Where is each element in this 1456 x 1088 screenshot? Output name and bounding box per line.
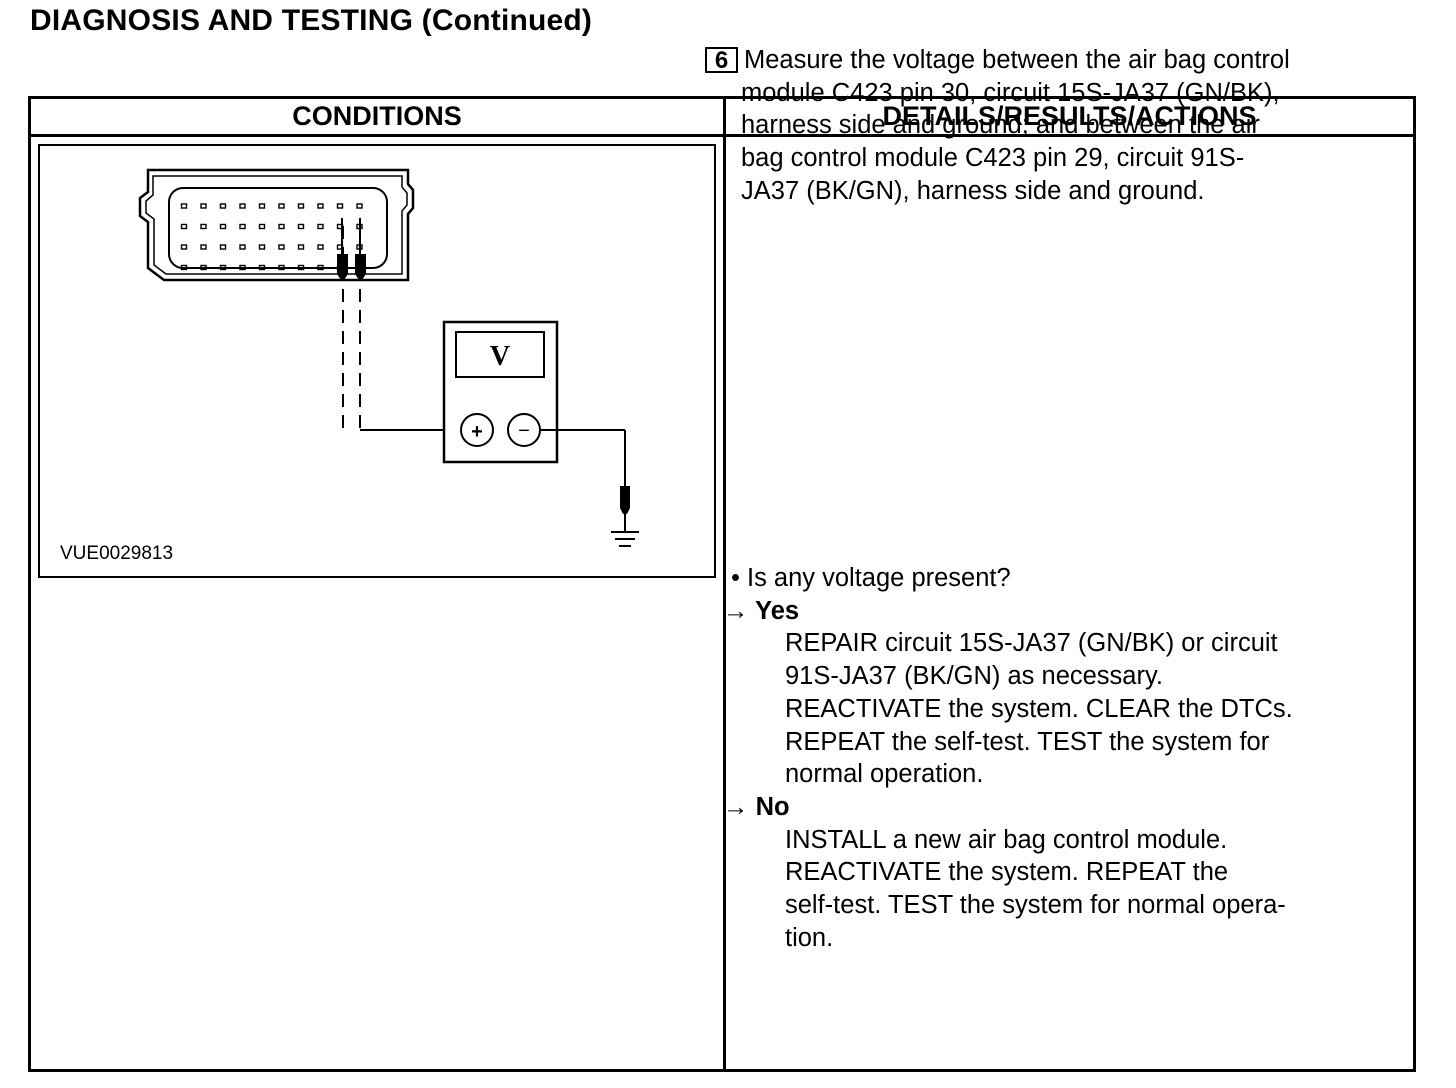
wiring-diagram: V + − <box>138 168 639 547</box>
step-line: module C423 pin 30, circuit 15S-JA37 (GN… <box>741 78 1280 107</box>
arrow-right-icon: → <box>723 596 749 625</box>
pin-cavity <box>258 203 266 209</box>
pin-cavity <box>356 203 363 209</box>
conditions-header: CONDITIONS <box>292 101 462 131</box>
pin-cavity <box>278 264 285 271</box>
step-details: 6 Measure the voltage between the air ba… <box>703 44 1379 208</box>
pin-cavity <box>219 203 227 209</box>
pin-cavity <box>297 203 305 209</box>
details-header: DETAILS/RESULTS/ACTIONS <box>882 101 1257 131</box>
diagnosis-table: CONDITIONS DETAILS/RESULTS/ACTIONS V <box>28 96 1416 1072</box>
action-line: REPEAT the self-test. TEST the system fo… <box>785 727 1270 756</box>
action-line: REACTIVATE the system. CLEAR the DTCs. <box>785 694 1293 723</box>
pin-cavity <box>200 264 207 271</box>
pin-cavity <box>219 244 227 250</box>
svg-text:+: + <box>471 421 483 443</box>
pin-cavity <box>297 223 305 230</box>
pin-cavity <box>297 244 305 250</box>
pin-cavity <box>278 203 285 209</box>
pin-cavity <box>336 203 344 209</box>
result-question: • Is any voltage present? <box>731 564 1011 592</box>
step-line: harness side and ground; and between the… <box>741 111 1260 140</box>
connector-housing-inner <box>145 175 408 275</box>
multimeter-display <box>455 331 545 378</box>
action-line: REPAIR circuit 15S-JA37 (GN/BK) or circu… <box>785 629 1278 658</box>
action-line: INSTALL a new air bag control module. <box>785 825 1228 854</box>
pin-cavity <box>180 264 188 271</box>
pin-cavity <box>239 244 246 250</box>
pin-cavity <box>278 244 285 250</box>
step-number: 6 <box>705 47 738 73</box>
pin-cavity <box>317 244 324 250</box>
pin-cavity <box>200 223 207 230</box>
pin-cavity <box>317 264 324 271</box>
action-line: tion. <box>785 923 834 952</box>
pin-cavity <box>200 203 207 209</box>
pin-cavity <box>297 264 305 271</box>
ground-probe-tip <box>620 486 630 514</box>
table-header-row: CONDITIONS DETAILS/RESULTS/ACTIONS <box>31 99 1413 137</box>
ground-symbol-icon <box>611 531 639 547</box>
pin-cavity <box>239 223 246 230</box>
pin-cavity <box>317 203 324 209</box>
pin-cavity <box>258 244 266 250</box>
step-line: bag control module C423 pin 29, circuit … <box>741 144 1245 173</box>
pin-cavity <box>219 223 227 230</box>
step-line: JA37 (BK/GN), harness side and ground. <box>741 176 1205 205</box>
figure-id: VUE0029813 <box>60 543 174 564</box>
yes-actions: REPAIR circuit 15S-JA37 (GN/BK) or circu… <box>723 627 1403 791</box>
pin-cavity <box>239 203 246 209</box>
pin-cavity <box>200 244 207 250</box>
connector-voltage-figure: V + − VUE0029813 <box>38 144 716 578</box>
pin-cavity <box>180 223 188 230</box>
pin-cavity <box>278 223 285 230</box>
connector-housing <box>138 168 415 282</box>
pin-cavity <box>239 264 246 271</box>
column-divider <box>723 99 726 1069</box>
meter-label: V <box>490 341 510 372</box>
step-line: Measure the voltage between the air bag … <box>744 46 1290 74</box>
pin-cavity <box>258 223 266 230</box>
action-line: REACTIVATE the system. REPEAT the <box>785 858 1229 887</box>
action-line: 91S-JA37 (BK/GN) as necessary. <box>785 662 1163 691</box>
action-line: self-test. TEST the system for normal op… <box>785 891 1286 920</box>
yes-branch-label: → Yes <box>723 596 800 625</box>
page-title: DIAGNOSIS AND TESTING (Continued) <box>30 4 593 37</box>
step-results: • Is any voltage present? → Yes REPAIR c… <box>723 562 1403 954</box>
pin-cavity <box>180 244 188 250</box>
connector-face <box>168 187 388 269</box>
step-6: 6 Measure the voltage between the air ba… <box>703 44 1379 77</box>
pin-cavity <box>317 223 324 230</box>
pin-cavity <box>219 264 227 271</box>
no-branch-label: → No <box>723 792 790 821</box>
svg-text:−: − <box>518 420 530 442</box>
pin-cavities <box>180 203 363 271</box>
action-line: normal operation. <box>785 760 984 789</box>
arrow-right-icon: → <box>723 792 749 821</box>
probe-tip-left <box>337 254 348 280</box>
positive-terminal-icon <box>460 413 494 447</box>
probe-tip-right <box>355 254 366 280</box>
pin-cavity <box>180 203 188 209</box>
no-actions: INSTALL a new air bag control module. RE… <box>723 824 1403 955</box>
pin-cavity <box>258 264 266 271</box>
